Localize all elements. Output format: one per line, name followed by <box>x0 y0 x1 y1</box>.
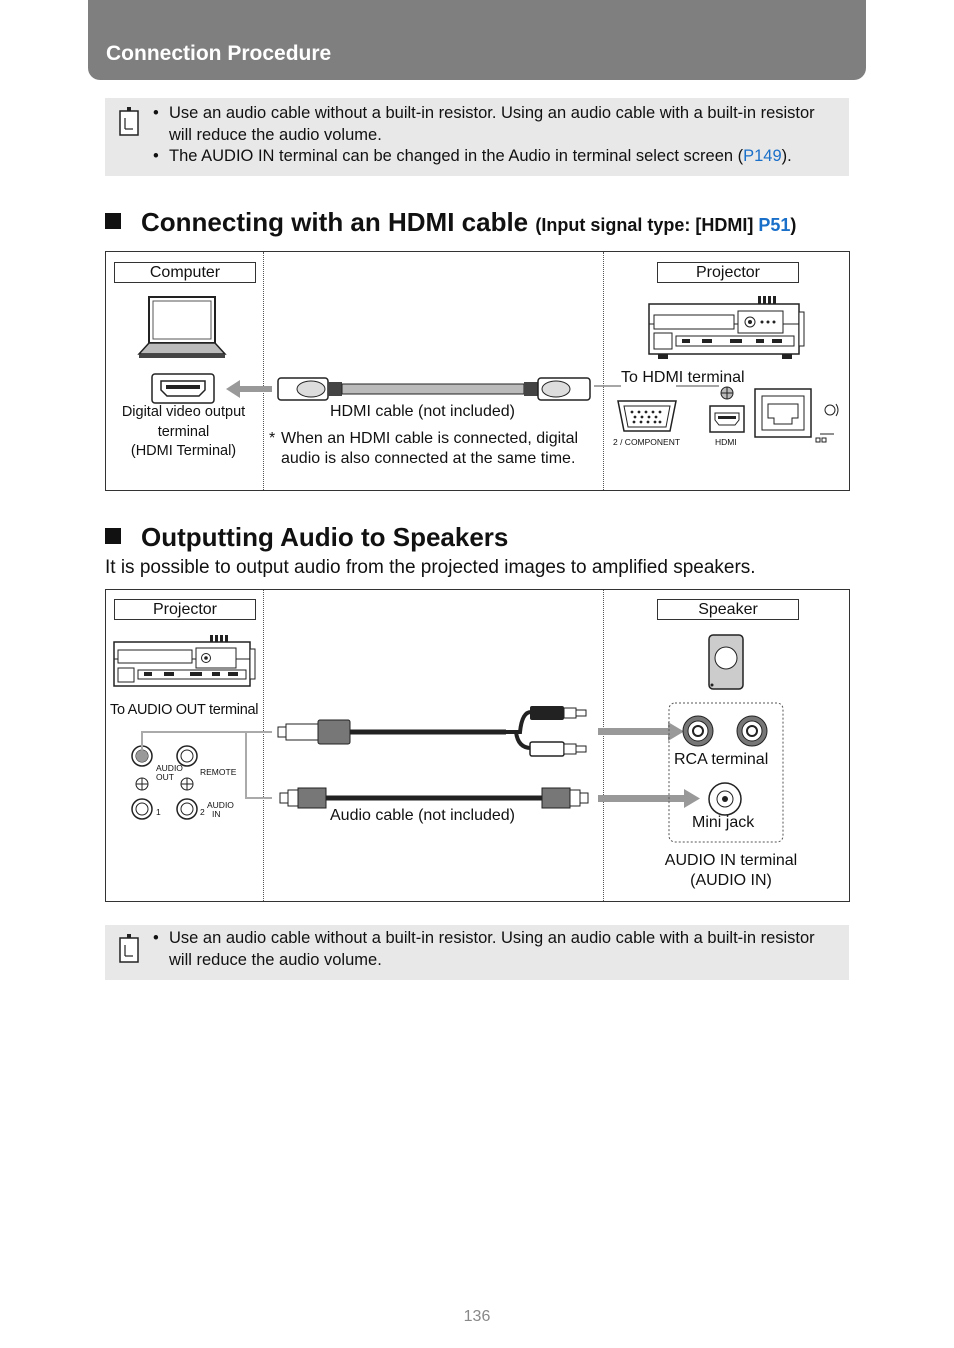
note-icon <box>119 107 139 136</box>
chapter-header: Connection Procedure <box>88 0 866 80</box>
to-audio-out-label: To AUDIO OUT terminal <box>110 702 259 718</box>
projector-label: Projector <box>657 262 799 283</box>
hdmi-port-icon <box>151 373 215 404</box>
hdmi-cable-label: HDMI cable (not included) <box>330 403 515 420</box>
computer-terminal-label: Digital video output <box>121 404 246 420</box>
speaker-label: Speaker <box>657 599 799 620</box>
arrow-left-icon <box>226 380 272 398</box>
projector-rear-icon <box>113 635 256 687</box>
hdmi-port-label: HDMI <box>715 437 737 447</box>
footnote-text: When an HDMI cable is connected, digital… <box>281 430 579 467</box>
vga-port-icon <box>617 400 677 432</box>
section-title-hdmi: Connecting with an HDMI cable (Input sig… <box>105 207 796 238</box>
projector-rear-icon <box>648 296 805 359</box>
component-port-label: 2 / COMPONENT <box>613 437 681 447</box>
leader-line <box>594 385 719 387</box>
computer-label: Computer <box>114 262 256 283</box>
hdmi-port-icon <box>709 386 745 433</box>
lan-port-icon <box>754 388 839 443</box>
footnote-mark: * <box>269 430 276 447</box>
section-lead: It is possible to output audio from the … <box>105 557 756 578</box>
note-icon <box>119 934 139 963</box>
note-box: Use an audio cable without a built-in re… <box>105 925 849 980</box>
section-title-audio: Outputting Audio to Speakers <box>105 522 508 553</box>
hdmi-connection-diagram: Computer Projector Digital video output … <box>105 251 850 491</box>
section-bullet-icon <box>105 213 121 229</box>
mini-jack-label: Mini jack <box>692 814 755 831</box>
page-number: 136 <box>463 1308 491 1325</box>
audio-in-terminal-label: AUDIO IN terminal <box>664 852 798 869</box>
chapter-title: Connection Procedure <box>106 42 332 65</box>
note-item: Use an audio cable without a built-in re… <box>151 928 839 971</box>
projector-label: Projector <box>114 599 256 620</box>
note-item: The AUDIO IN terminal can be changed in … <box>151 146 839 168</box>
hdmi-cable <box>277 377 591 401</box>
port-1-label: 1 <box>156 807 161 817</box>
port-2-label: 2 <box>200 807 205 817</box>
page-link[interactable]: P149 <box>743 147 782 165</box>
remote-port-label: REMOTE <box>200 767 237 777</box>
section-bullet-icon <box>105 528 121 544</box>
to-hdmi-terminal-label: To HDMI terminal <box>621 369 745 386</box>
laptop-icon <box>137 296 227 358</box>
audio-connection-diagram: Projector Speaker To AUDIO OUT terminal … <box>105 589 850 902</box>
audio-out-port-label: AUDIO <box>156 763 183 773</box>
rca-terminal-label: RCA terminal <box>674 751 769 768</box>
note-box: Use an audio cable without a built-in re… <box>105 98 849 176</box>
page-link[interactable]: P51 <box>758 215 791 235</box>
audio-cable-label: Audio cable (not included) <box>330 807 516 824</box>
audio-in-port-label: AUDIO <box>207 800 234 810</box>
audio-in-port-icon <box>176 745 198 820</box>
note-item: Use an audio cable without a built-in re… <box>151 103 839 146</box>
audio-cables <box>136 634 784 843</box>
